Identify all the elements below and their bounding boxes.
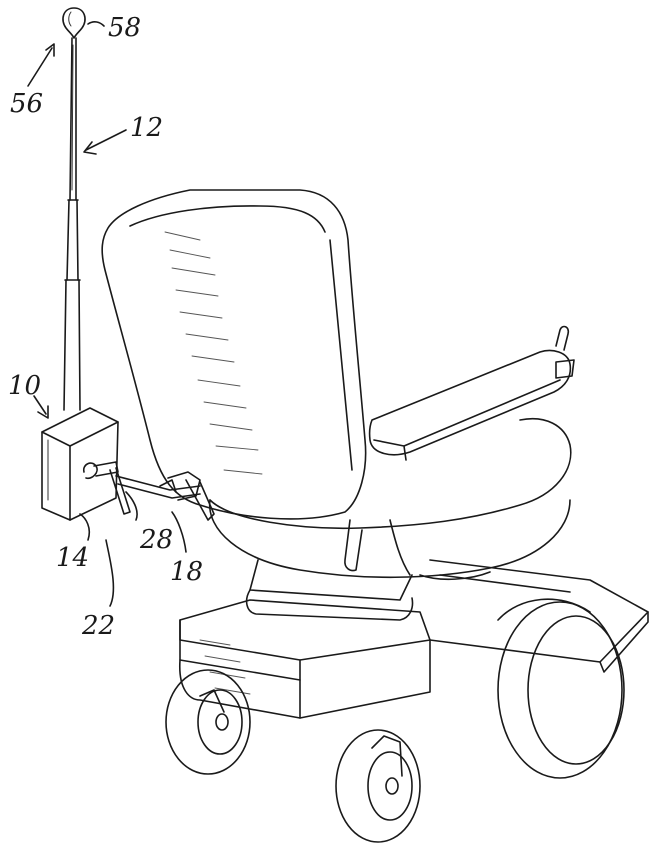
- seat-cushion: [208, 418, 572, 581]
- ref-22: 22: [81, 611, 115, 641]
- mount-box: [41, 407, 215, 521]
- seat-back: [101, 189, 367, 520]
- wheels: [165, 598, 625, 843]
- ref-10: 10: [8, 371, 41, 401]
- base-deck: [179, 559, 649, 719]
- armrest: [368, 325, 575, 461]
- ref-18: 18: [170, 557, 203, 587]
- ref-28: 28: [139, 525, 173, 555]
- reference-numerals: 58 56 12 10 14 28 18 22: [8, 13, 203, 641]
- ref-56: 56: [10, 89, 43, 119]
- flag-antenna: [62, 7, 86, 411]
- ref-12: 12: [130, 113, 163, 143]
- ref-14: 14: [56, 543, 89, 573]
- ref-58: 58: [108, 13, 141, 43]
- leader-lines: [27, 21, 187, 607]
